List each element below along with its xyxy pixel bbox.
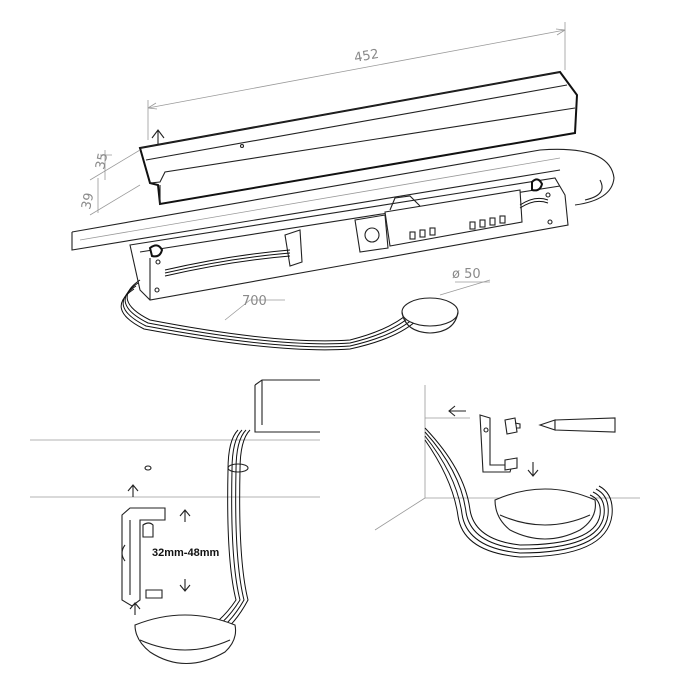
screwdriver-icon [538,417,616,433]
cable-length-label: 700 [242,294,267,309]
dimension-length: 452 [147,22,566,140]
sensor-cable [120,279,417,351]
depth-label: 35 [93,152,111,171]
height-label: 39 [79,192,97,211]
arrow-up-icon [129,602,141,615]
arrow-down-icon [527,462,539,477]
luminaire-rail [71,148,615,251]
dimension-cable: 700 [224,294,285,321]
gear-tray [129,177,569,301]
sensor-disc-top: ø 50 [401,267,491,334]
mounting-detail-left: 32mm-48mm [30,379,320,665]
screw-icon [504,417,521,435]
arrow-up-icon [127,484,139,497]
mounting-detail-right [374,385,640,558]
arrow-left-icon [448,405,466,417]
clamp-range-label: 32mm-48mm [152,547,219,559]
cover-profile [138,70,579,206]
sensor-diameter-label: ø 50 [452,267,481,282]
dimension-depth-height: 35 39 [79,149,141,216]
arrow-up-icon [179,509,191,522]
length-label: 452 [353,47,380,66]
arrow-down-icon [179,579,191,592]
